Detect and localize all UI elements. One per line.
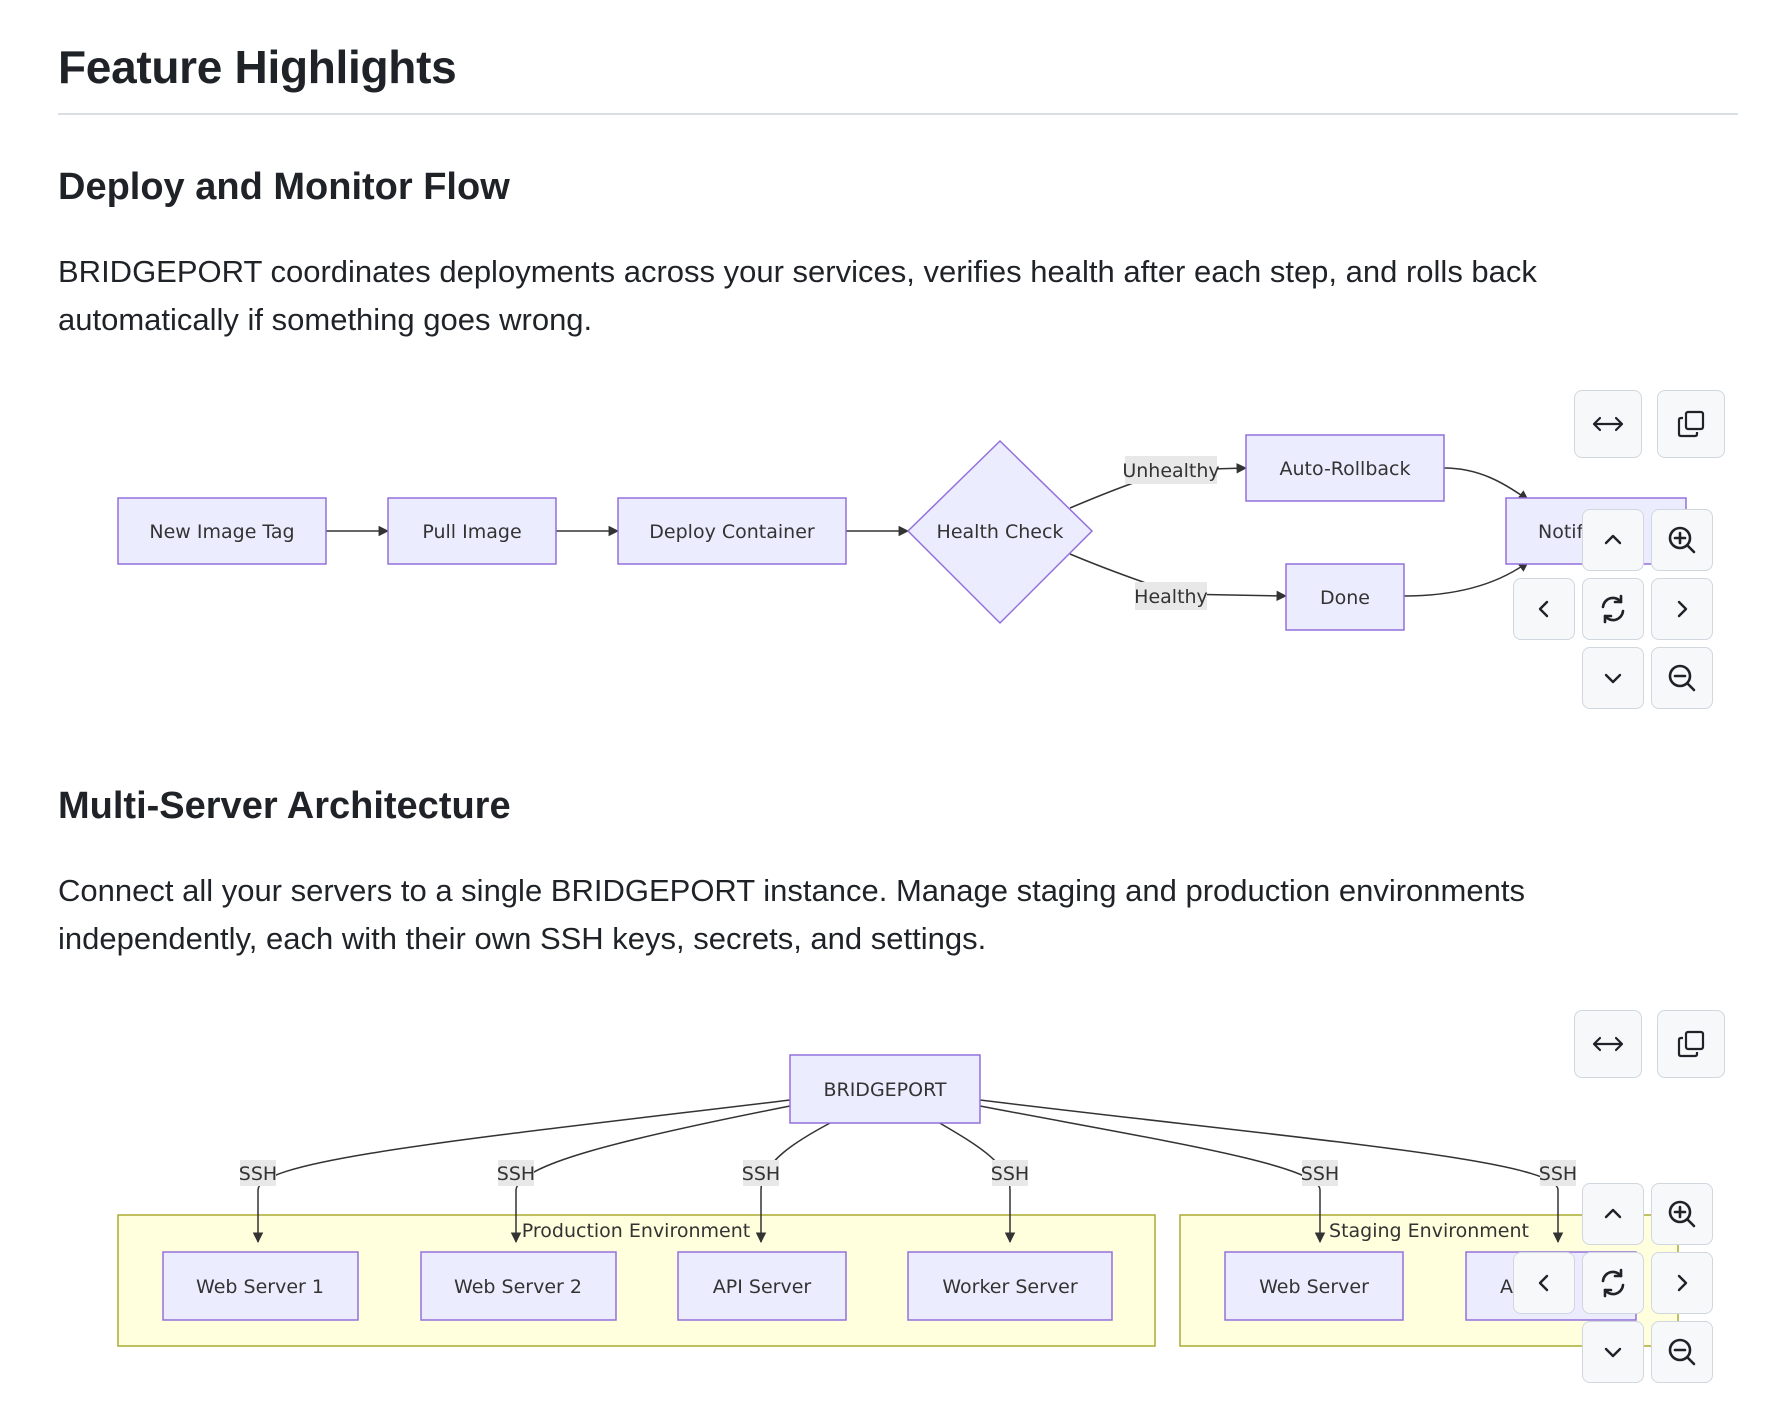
edge-bridgeport-worker <box>937 1121 1016 1244</box>
edge-label-ssh-5: SSH <box>1301 1160 1339 1186</box>
copy-button-2[interactable] <box>1657 1010 1725 1078</box>
svg-text:A: A <box>1500 1276 1513 1298</box>
svg-text:Production Environment: Production Environment <box>522 1220 750 1242</box>
svg-text:BRIDGEPORT: BRIDGEPORT <box>823 1079 946 1101</box>
pan-right-button[interactable] <box>1651 578 1713 640</box>
chevron-right-icon <box>1677 600 1688 618</box>
section-description-multi-server: Connect all your servers to a single BRI… <box>58 873 1525 956</box>
zoom-out-icon <box>1668 1338 1696 1366</box>
zoom-in-icon <box>1668 526 1696 554</box>
node-deploy-container[interactable]: Deploy Container <box>617 497 847 565</box>
svg-text:Worker Server: Worker Server <box>942 1276 1077 1298</box>
fit-width-button[interactable] <box>1574 390 1642 458</box>
node-staging-web-server[interactable]: Web Server <box>1224 1251 1404 1321</box>
section-heading-multi-server: Multi-Server Architecture <box>58 785 511 827</box>
copy-button[interactable] <box>1657 390 1725 458</box>
svg-text:New Image Tag: New Image Tag <box>149 521 294 543</box>
edge-label-ssh-4: SSH <box>991 1160 1029 1186</box>
chevron-right-icon <box>1677 1274 1688 1292</box>
page-title: Feature Highlights <box>58 41 457 93</box>
node-auto-rollback[interactable]: Auto-Rollback <box>1245 434 1445 502</box>
svg-text:Web Server 1: Web Server 1 <box>196 1276 324 1298</box>
pan-down-button-2[interactable] <box>1582 1321 1644 1383</box>
edge-label-ssh-1: SSH <box>239 1160 277 1186</box>
svg-text:SSH: SSH <box>1301 1163 1339 1185</box>
edge-done-notify <box>1403 561 1529 597</box>
chevron-down-icon <box>1604 673 1622 684</box>
fit-width-icon <box>1592 1036 1624 1052</box>
chevron-left-icon <box>1538 600 1549 618</box>
chevron-up-icon <box>1604 1208 1622 1219</box>
reset-view-button-2[interactable] <box>1582 1252 1644 1314</box>
edge-label-unhealthy: Unhealthy <box>1122 456 1220 484</box>
pan-left-button-2[interactable] <box>1513 1252 1575 1314</box>
pan-left-button[interactable] <box>1513 578 1575 640</box>
svg-text:SSH: SSH <box>991 1163 1029 1185</box>
svg-text:SSH: SSH <box>742 1163 780 1185</box>
heading-divider <box>58 113 1738 115</box>
reset-icon <box>1601 1268 1625 1298</box>
svg-text:Staging Environment: Staging Environment <box>1329 1220 1529 1242</box>
zoom-in-button-2[interactable] <box>1651 1183 1713 1245</box>
pan-up-button[interactable] <box>1582 509 1644 571</box>
node-new-image-tag[interactable]: New Image Tag <box>117 497 327 565</box>
edge-label-ssh-3: SSH <box>742 1160 780 1186</box>
svg-text:Healthy: Healthy <box>1134 586 1208 608</box>
svg-text:Health Check: Health Check <box>937 521 1064 543</box>
edge-bridgeport-api <box>755 1121 833 1244</box>
svg-text:Auto-Rollback: Auto-Rollback <box>1279 458 1410 480</box>
svg-text:Done: Done <box>1320 587 1370 609</box>
zoom-in-button[interactable] <box>1651 509 1713 571</box>
zoom-out-button-2[interactable] <box>1651 1321 1713 1383</box>
fit-width-icon <box>1592 416 1624 432</box>
svg-text:API Server: API Server <box>713 1276 812 1298</box>
svg-text:Unhealthy: Unhealthy <box>1122 460 1219 482</box>
node-web-server-1[interactable]: Web Server 1 <box>162 1251 359 1321</box>
reset-icon <box>1601 594 1625 624</box>
edge-rollback-notify <box>1443 467 1529 501</box>
zoom-out-button[interactable] <box>1651 647 1713 709</box>
node-done[interactable]: Done <box>1285 563 1405 631</box>
node-worker-server[interactable]: Worker Server <box>907 1251 1113 1321</box>
node-pull-image[interactable]: Pull Image <box>387 497 557 565</box>
reset-view-button[interactable] <box>1582 578 1644 640</box>
chevron-left-icon <box>1538 1274 1549 1292</box>
node-api-server[interactable]: API Server <box>677 1251 847 1321</box>
pan-right-button-2[interactable] <box>1651 1252 1713 1314</box>
copy-icon <box>1677 1030 1705 1058</box>
svg-text:Notif: Notif <box>1538 521 1585 543</box>
copy-icon <box>1677 410 1705 438</box>
multi-server-diagram[interactable]: Production Environment Staging Environme… <box>58 1040 1738 1360</box>
svg-text:Pull Image: Pull Image <box>422 521 521 543</box>
node-health-check[interactable]: Health Check <box>906 439 1094 625</box>
edge-label-ssh-6: SSH <box>1539 1160 1577 1186</box>
chevron-down-icon <box>1604 1347 1622 1358</box>
svg-text:SSH: SSH <box>239 1163 277 1185</box>
section-heading-deploy-flow: Deploy and Monitor Flow <box>58 166 510 208</box>
svg-text:SSH: SSH <box>497 1163 535 1185</box>
fit-width-button-2[interactable] <box>1574 1010 1642 1078</box>
edge-label-healthy: Healthy <box>1134 582 1208 610</box>
zoom-out-icon <box>1668 664 1696 692</box>
svg-text:SSH: SSH <box>1539 1163 1577 1185</box>
chevron-up-icon <box>1604 534 1622 545</box>
node-bridgeport[interactable]: BRIDGEPORT <box>789 1054 981 1124</box>
node-web-server-2[interactable]: Web Server 2 <box>420 1251 617 1321</box>
svg-text:Web Server: Web Server <box>1259 1276 1369 1298</box>
pan-down-button[interactable] <box>1582 647 1644 709</box>
deploy-flow-diagram[interactable]: Unhealthy Healthy New Image Tag Pull Ima… <box>58 384 1738 724</box>
edge-label-ssh-2: SSH <box>497 1160 535 1186</box>
zoom-in-icon <box>1668 1200 1696 1228</box>
svg-text:Web Server 2: Web Server 2 <box>454 1276 582 1298</box>
pan-up-button-2[interactable] <box>1582 1183 1644 1245</box>
section-description-deploy-flow: BRIDGEPORT coordinates deployments acros… <box>58 254 1537 337</box>
svg-text:Deploy Container: Deploy Container <box>649 521 815 543</box>
